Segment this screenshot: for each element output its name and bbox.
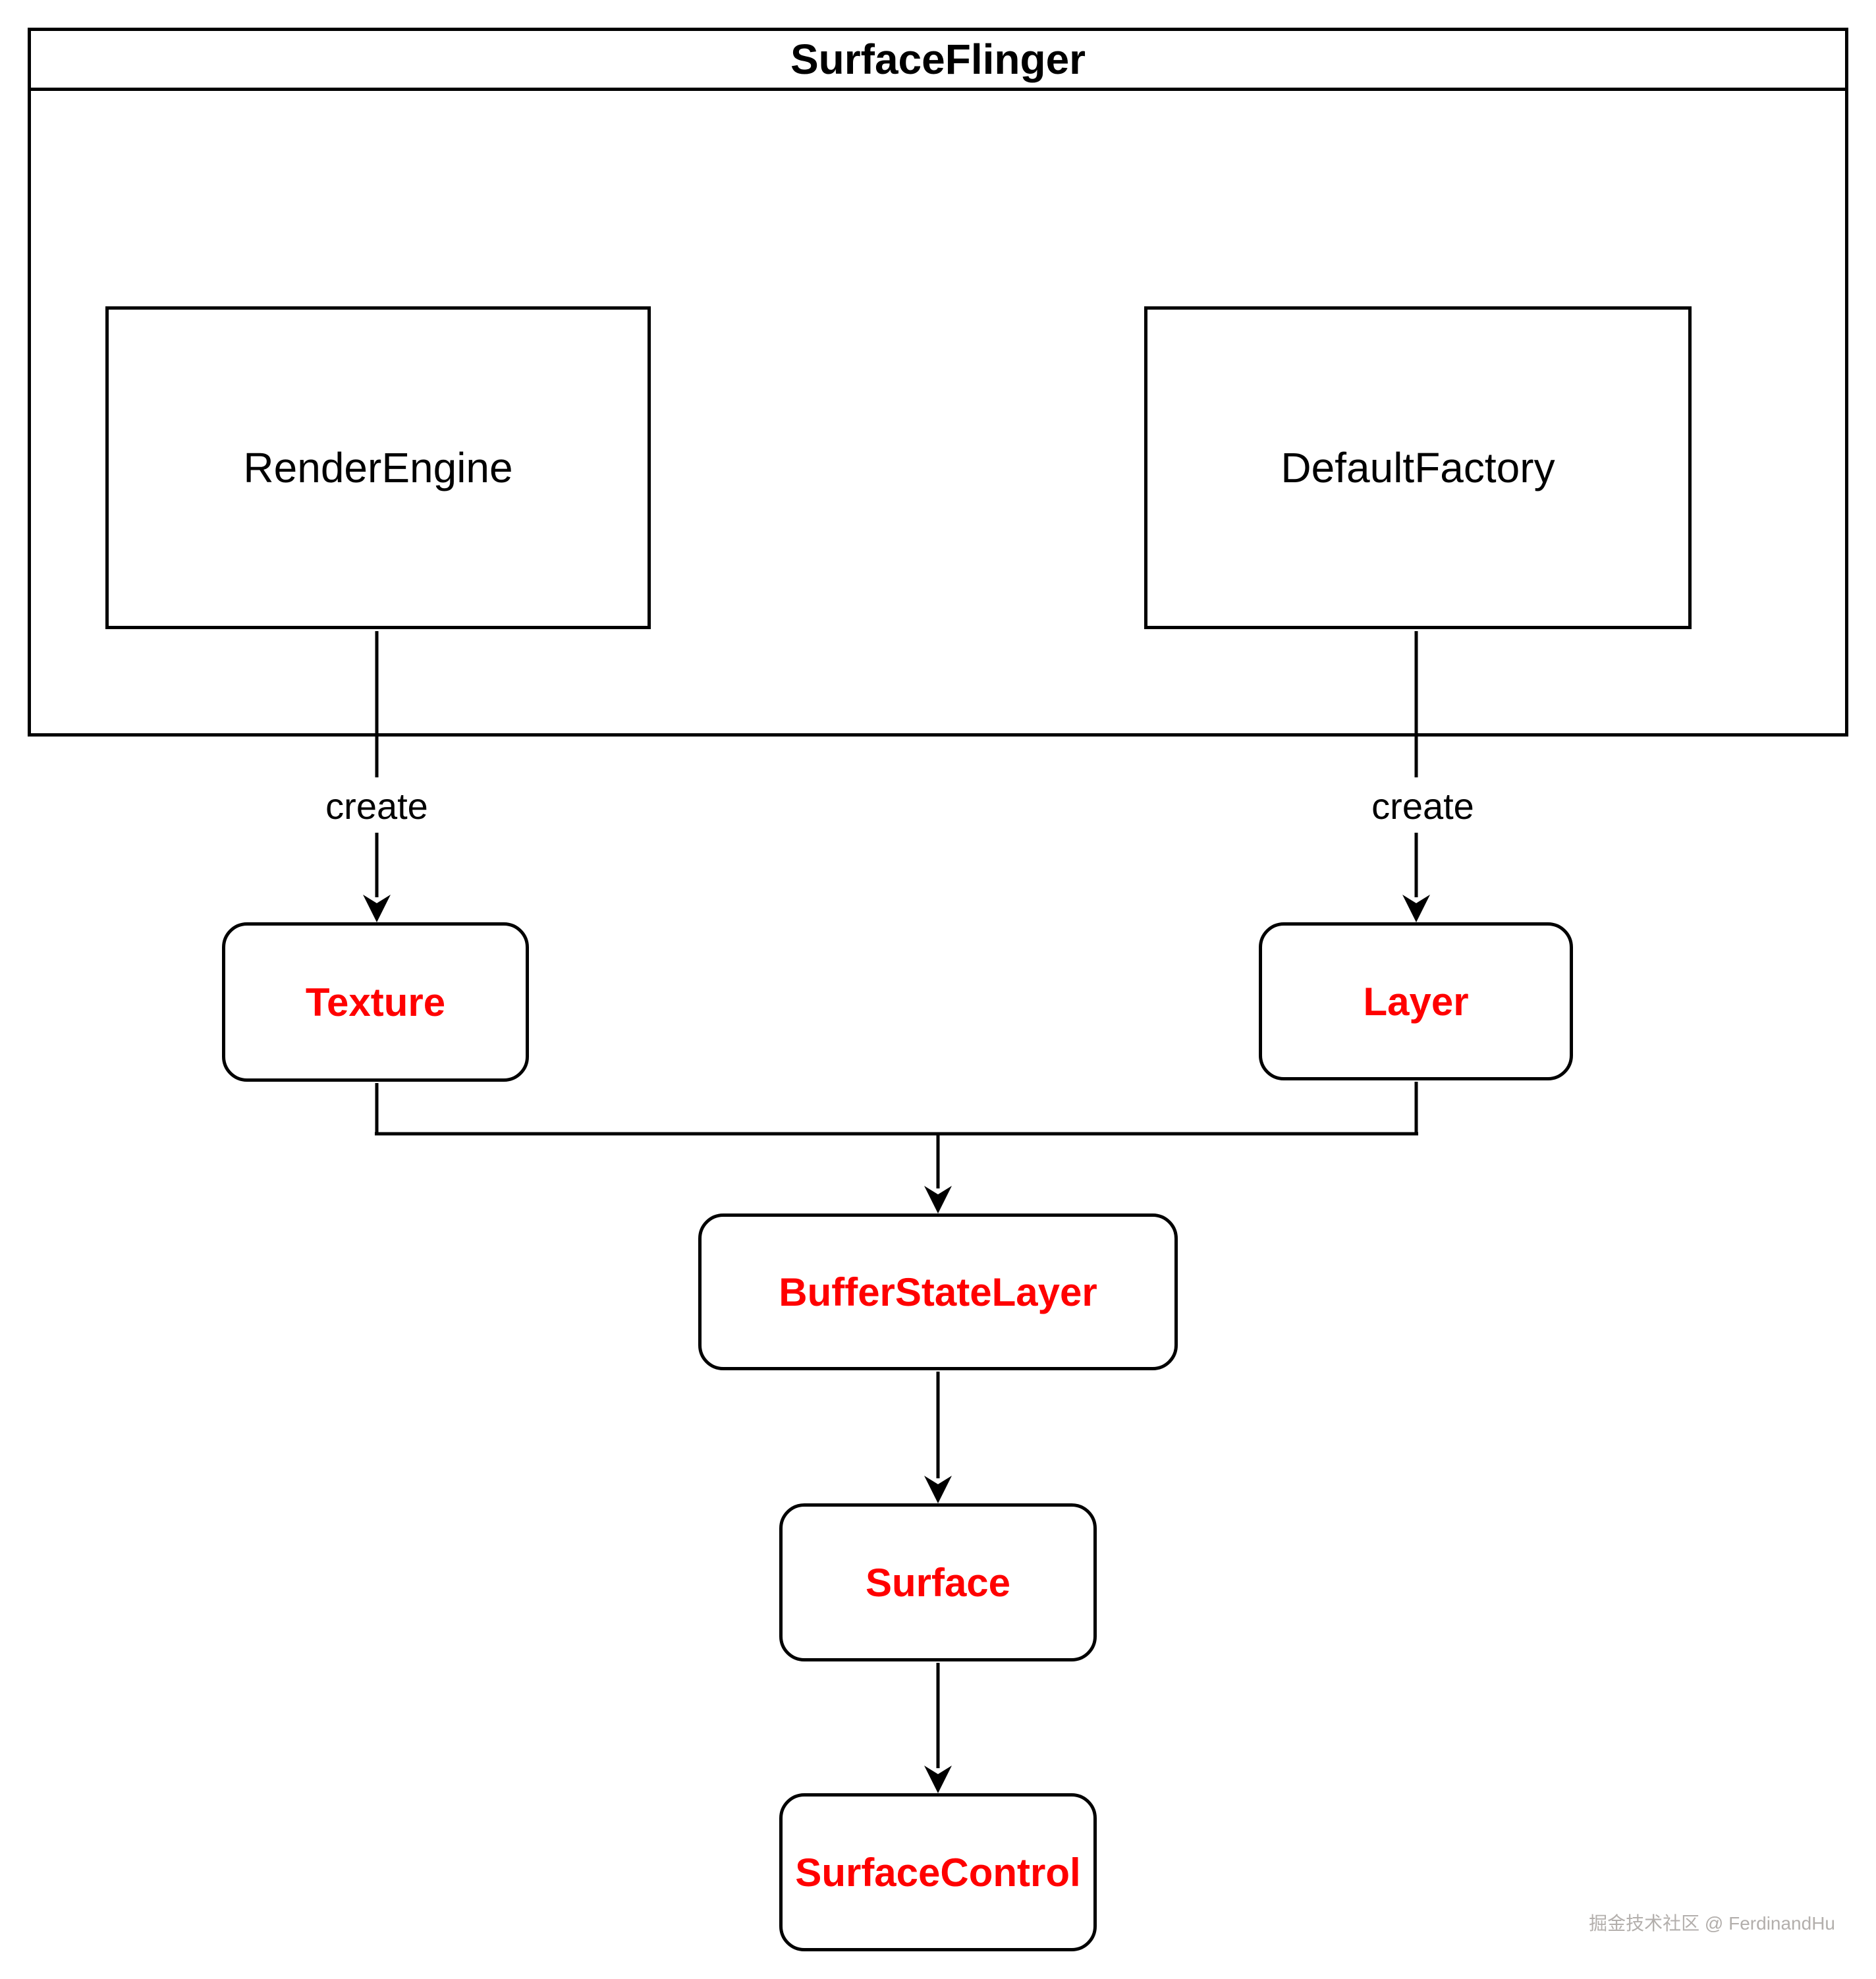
node-buffer-state-layer-label: BufferStateLayer: [779, 1269, 1097, 1314]
node-layer-label: Layer: [1363, 979, 1469, 1024]
arrowhead-surface: [924, 1476, 952, 1503]
edge-label-create-left: create: [325, 785, 428, 827]
arrowhead-texture: [363, 895, 391, 922]
node-surface-control: SurfaceControl: [779, 1793, 1097, 1951]
node-surface-label: Surface: [865, 1560, 1011, 1605]
node-render-engine-label: RenderEngine: [243, 444, 513, 491]
watermark: 掘金技术社区 @ FerdinandHu: [1589, 1913, 1835, 1934]
node-default-factory: DefaultFactory: [1144, 306, 1692, 629]
edge-label-create-right: create: [1371, 785, 1474, 827]
arrowhead-surfacecontrol: [924, 1766, 952, 1793]
arrowhead-layer: [1402, 895, 1430, 922]
node-layer: Layer: [1259, 922, 1573, 1080]
node-render-engine: RenderEngine: [105, 306, 651, 629]
node-buffer-state-layer: BufferStateLayer: [698, 1213, 1178, 1370]
arrowhead-bufferstatelayer: [924, 1186, 952, 1213]
node-texture-label: Texture: [305, 980, 446, 1024]
node-surface-control-label: SurfaceControl: [795, 1850, 1081, 1895]
node-surface: Surface: [779, 1503, 1097, 1661]
surfaceflinger-title: SurfaceFlinger: [31, 31, 1845, 91]
node-default-factory-label: DefaultFactory: [1281, 444, 1555, 491]
node-texture: Texture: [222, 922, 529, 1082]
